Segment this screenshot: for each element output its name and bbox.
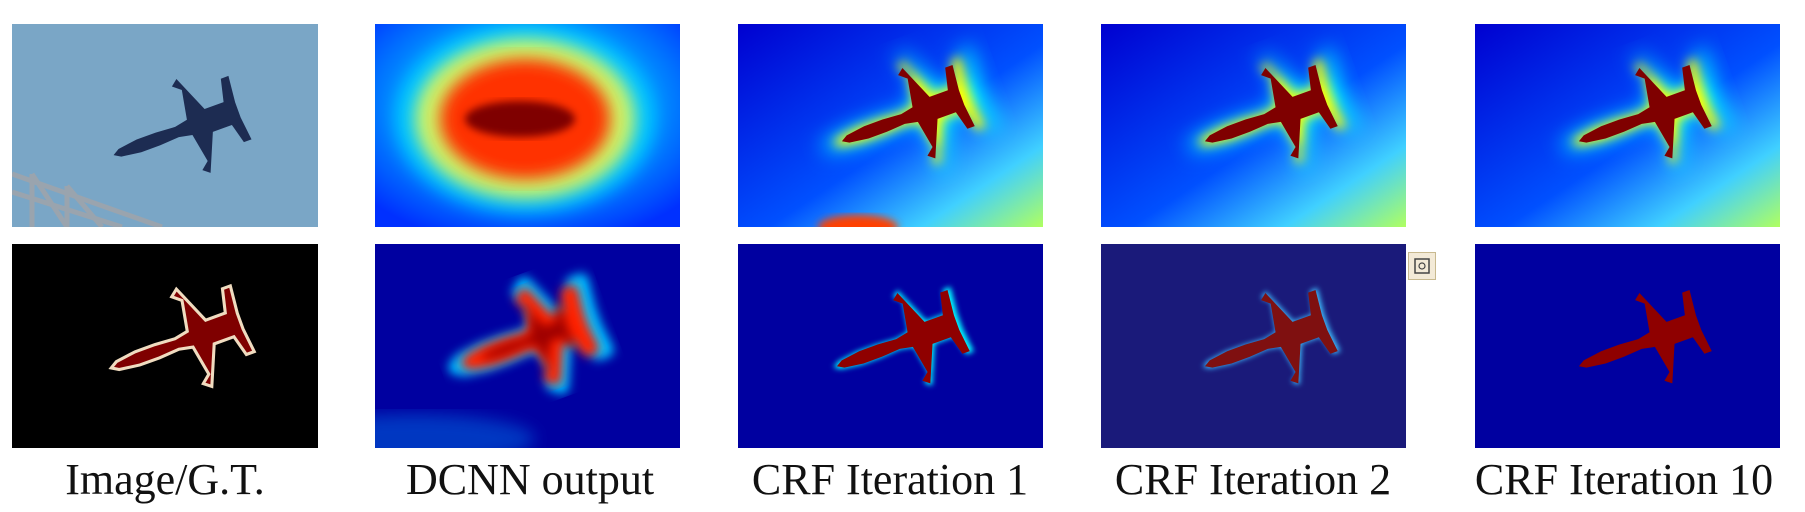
- caption-crf-iteration-2: CRF Iteration 2: [1114, 455, 1392, 504]
- dcnn-output-heatmap: [375, 24, 680, 227]
- caption-dcnn-output: DCNN output: [405, 455, 655, 504]
- crf-iteration-10-heatmap: [1475, 24, 1780, 227]
- crf-iteration-1-heatmap: [738, 24, 1043, 227]
- caption-image-gt: Image/G.T.: [65, 455, 265, 504]
- crf-iteration-2-heatmap: [1101, 24, 1406, 227]
- caption-crf-iteration-10: CRF Iteration 10: [1474, 455, 1774, 504]
- input-image-panel: [12, 24, 318, 227]
- crf-iteration-1-belief: [738, 244, 1043, 448]
- dcnn-output-belief: [375, 244, 680, 448]
- crf-iteration-10-belief: [1475, 244, 1780, 448]
- caption-crf-iteration-1: CRF Iteration 1: [751, 455, 1029, 504]
- frame-corner-icon: [1408, 252, 1436, 280]
- ground-truth-mask: [12, 244, 318, 448]
- crf-iteration-2-belief: [1101, 244, 1406, 448]
